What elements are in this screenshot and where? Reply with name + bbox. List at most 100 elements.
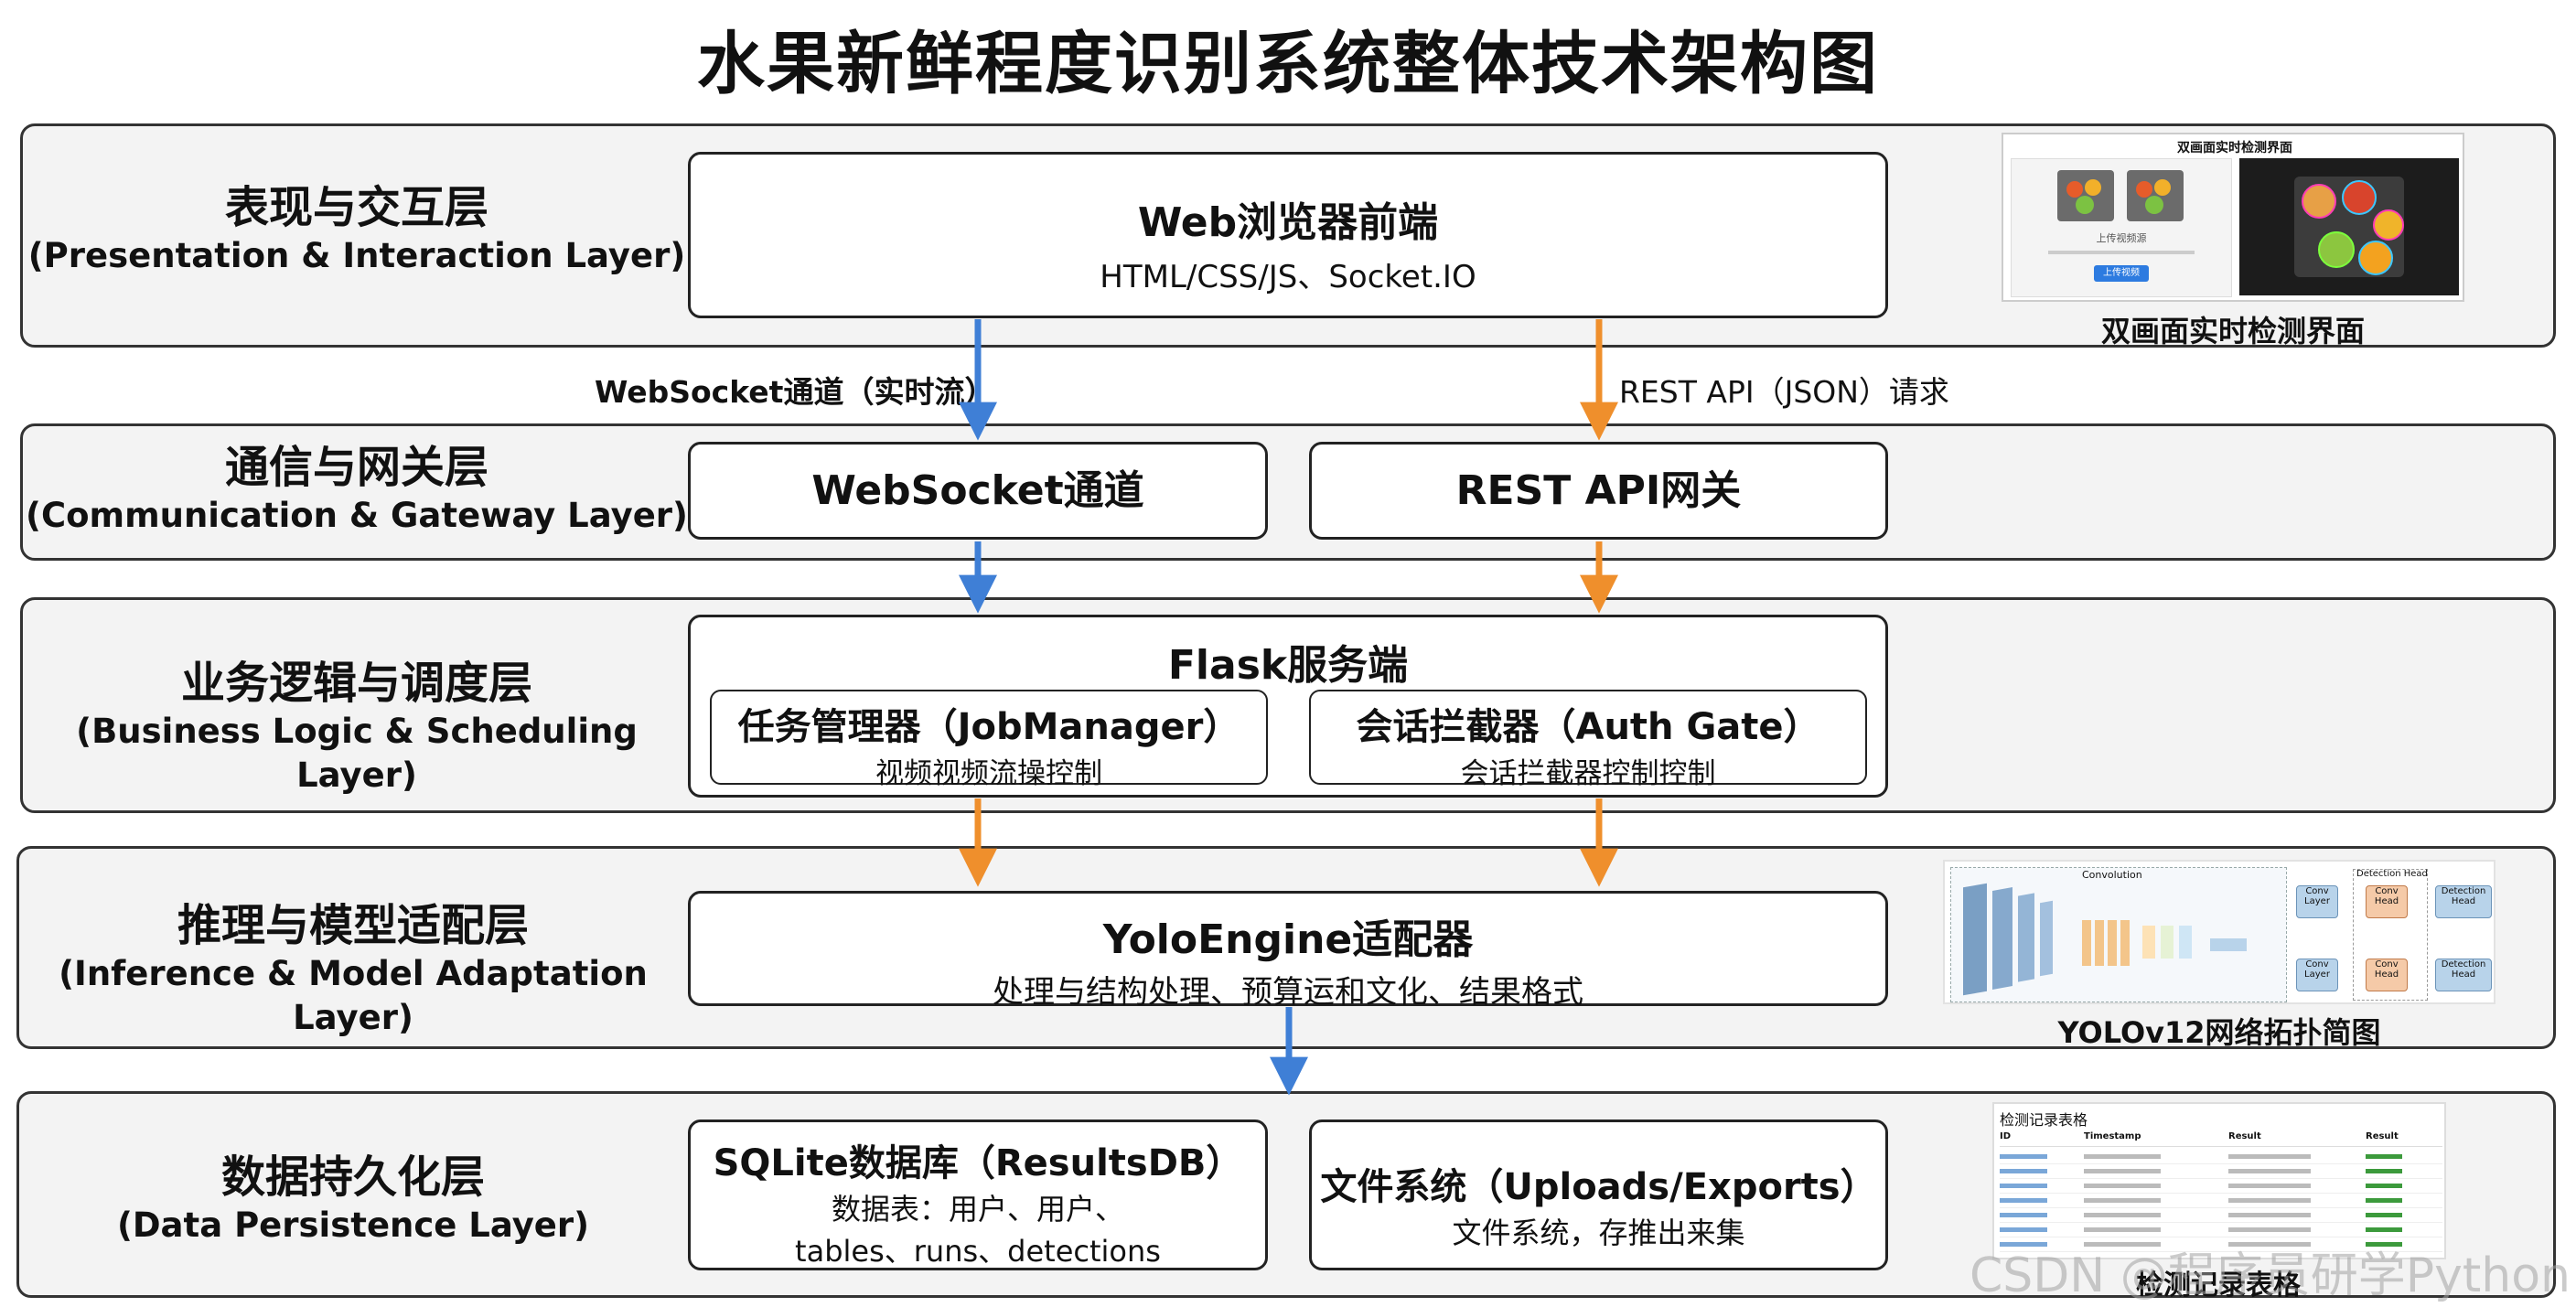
websocket-channel-box: WebSocket通道 [688,442,1268,540]
fruit-detection-box [2342,180,2377,215]
table-row [2000,1237,2442,1252]
sqlite-db-line2: tables、runs、detections [795,1234,1161,1269]
persistence-layer-label: 数据持久化层 (Data Persistence Layer) [19,1151,687,1248]
table-cell [2366,1184,2402,1188]
websocket-channel-label: WebSocket通道 [811,467,1144,514]
presentation-layer-label: 表现与交互层 (Presentation & Interaction Layer… [23,181,691,278]
csdn-watermark: CSDN @程序员研学Python [1969,1248,2571,1303]
file-system-title: 文件系统（Uploads/Exports） [1320,1166,1877,1208]
table-cell [2366,1198,2402,1203]
table-cell [2084,1184,2161,1188]
job-manager-title: 任务管理器（JobManager） [737,706,1240,748]
auth-gate-title: 会话拦截器（Auth Gate） [1356,706,1820,748]
yolo-engine-title: YoloEngine适配器 [1102,916,1474,963]
conv-head-bottom: Conv Head [2366,959,2408,991]
sqlite-db-box: SQLite数据库（ResultsDB） 数据表：用户、用户、 tables、r… [688,1120,1268,1270]
web-browser-frontend-title: Web浏览器前端 [1137,199,1439,246]
yolo-network-caption: YOLOv12网络拓扑简图 [2057,1015,2381,1050]
rest-api-gateway-label: REST API网关 [1455,467,1742,514]
table-cell [2228,1227,2311,1232]
table-cell [2000,1242,2047,1247]
upload-button[interactable]: 上传视频 [2094,265,2149,282]
job-manager-subtitle: 视频视频流操控制 [875,757,1102,790]
detection-records-caption: 检测记录表格 [2136,1270,2301,1302]
detection-head-group-label: Detection Head [2356,869,2428,879]
conv-head-top: Conv Head [2366,885,2408,918]
fruit-detection-box [2302,184,2336,219]
table-row [2000,1223,2442,1237]
table-cell [2084,1154,2161,1159]
diagram-title: 水果新鲜程度识别系统整体技术架构图 [697,25,1879,103]
col-result-1: Result [2228,1131,2261,1141]
table-row [2000,1194,2442,1208]
table-cell [2000,1184,2047,1188]
upload-text: 上传视频源 [2096,232,2147,244]
table-cell [2366,1169,2402,1173]
col-id: ID [2000,1131,2012,1141]
records-table-header: 检测记录表格 [2000,1111,2088,1129]
table-cell [2228,1184,2311,1188]
table-cell [2366,1227,2402,1232]
col-timestamp: Timestamp [2084,1131,2141,1141]
convolution-label: Convolution [2082,869,2142,881]
detection-head-group [2353,869,2428,1001]
fruit-photo-1 [2057,170,2114,221]
communication-layer-subtitle: (Communication & Gateway Layer) [26,496,688,535]
business-layer-title: 业务逻辑与调度层 [180,658,532,709]
table-cell [2228,1198,2311,1203]
conv-layer-top: Conv Layer [2296,885,2338,918]
persistence-layer-subtitle: (Data Persistence Layer) [116,1205,590,1245]
table-cell [2000,1198,2047,1203]
persistence-layer-title: 数据持久化层 [220,1152,485,1203]
records-table-columns: ID Timestamp Result Result [2000,1131,2442,1147]
detection-records-table: 检测记录表格 ID Timestamp Result Result [1992,1102,2446,1259]
yolo-network-diagram: Convolution Conv Layer Conv Layer Detect… [1943,860,2496,1004]
table-cell [2366,1242,2402,1247]
table-cell [2084,1213,2161,1217]
dual-view-screenshot: 双画面实时检测界面 上传视频源 上传视频 [2002,133,2464,302]
upload-panel: 上传视频源 上传视频 [2011,158,2232,297]
detection-head-bottom: Detection Head [2435,959,2492,991]
auth-gate-subtitle: 会话拦截器控制控制 [1460,757,1716,790]
communication-layer-title: 通信与网关层 [224,442,488,493]
sqlite-db-title: SQLite数据库（ResultsDB） [713,1142,1243,1184]
presentation-layer-subtitle: (Presentation & Interaction Layer) [27,236,686,275]
upload-hint-line [2048,251,2195,254]
table-cell [2228,1169,2311,1173]
table-cell [2000,1213,2047,1217]
communication-layer: 通信与网关层 (Communication & Gateway Layer) [20,423,2556,561]
table-row [2000,1208,2442,1223]
table-cell [2228,1242,2311,1247]
dual-view-screenshot-header: 双画面实时检测界面 [2177,141,2292,155]
business-layer-label: 业务逻辑与调度层 (Business Logic & Scheduling La… [23,657,691,798]
col-result-2: Result [2366,1131,2399,1141]
file-system-subtitle: 文件系统，存推出来集 [1452,1216,1745,1250]
sqlite-db-line1: 数据表：用户、用户、 [831,1192,1124,1227]
table-row [2000,1150,2442,1164]
business-layer-subtitle: (Business Logic & Scheduling Layer) [76,712,638,795]
file-system-box: 文件系统（Uploads/Exports） 文件系统，存推出来集 [1309,1120,1888,1270]
rest-edge-label: REST API（JSON）请求 [1619,374,1949,410]
fruit-photo-2 [2127,170,2184,221]
fruit-detection-box [2373,209,2404,241]
table-row [2000,1179,2442,1194]
communication-layer-label: 通信与网关层 (Communication & Gateway Layer) [23,441,691,538]
inference-layer-title: 推理与模型适配层 [177,900,529,951]
web-browser-frontend-subtitle: HTML/CSS/JS、Socket.IO [1100,259,1476,295]
dual-view-caption: 双画面实时检测界面 [2100,314,2365,348]
table-cell [2000,1154,2047,1159]
table-cell [2084,1227,2161,1232]
table-cell [2228,1213,2311,1217]
auth-gate-box: 会话拦截器（Auth Gate） 会话拦截器控制控制 [1309,690,1867,790]
table-cell [2366,1154,2402,1159]
rest-api-gateway-box: REST API网关 [1309,442,1888,540]
detection-view [2239,158,2459,295]
detection-head-top: Detection Head [2435,885,2492,918]
fruit-detection-box [2318,231,2355,268]
table-cell [2228,1154,2311,1159]
table-cell [2084,1169,2161,1173]
inference-layer-label: 推理与模型适配层 (Inference & Model Adaptation L… [19,899,687,1040]
web-browser-frontend-box: Web浏览器前端 HTML/CSS/JS、Socket.IO [688,152,1888,318]
job-manager-box: 任务管理器（JobManager） 视频视频流操控制 [710,690,1268,790]
